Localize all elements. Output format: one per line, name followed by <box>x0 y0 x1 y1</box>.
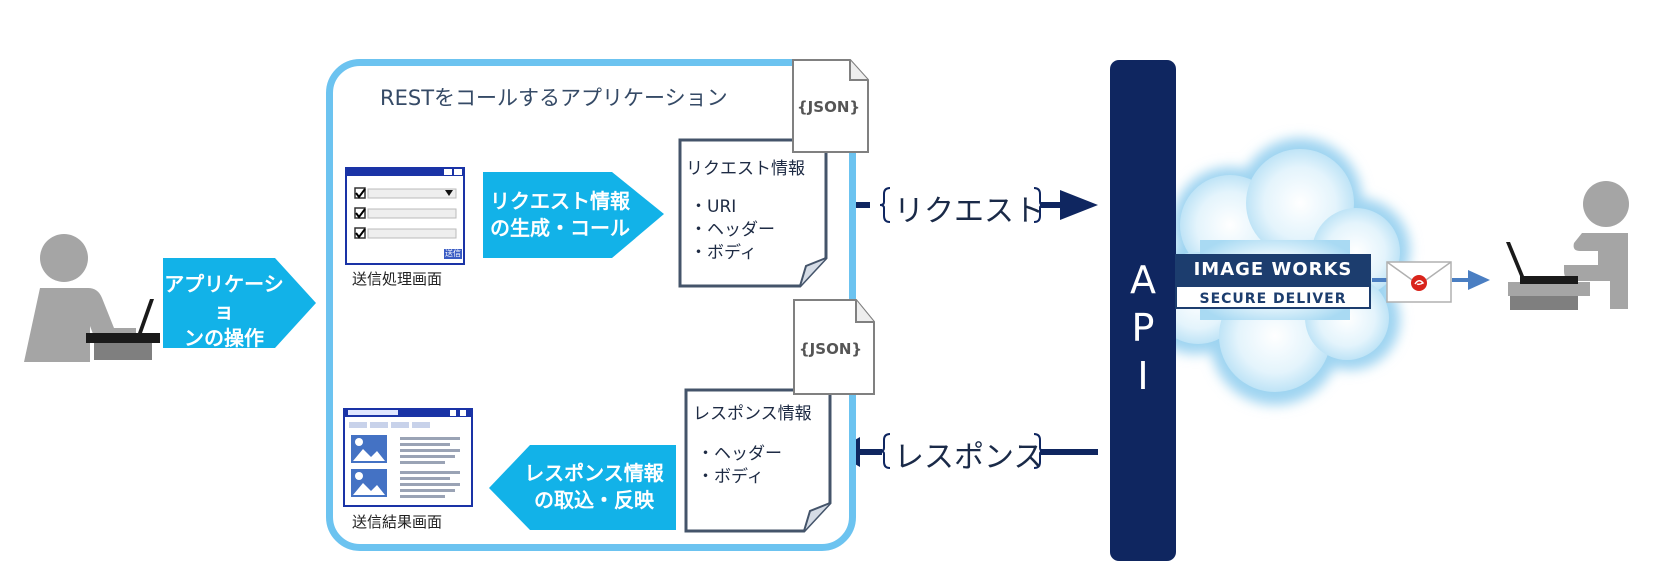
response-chevron-shape <box>489 445 676 530</box>
api-letter-p: P <box>1131 306 1155 350</box>
request-doc-item-body: ・ボディ <box>690 243 757 263</box>
request-arrow-label: リクエスト <box>894 194 1044 229</box>
application-title: RESTをコールするアプリケーション <box>380 86 728 110</box>
response-doc-item-header: ・ヘッダー <box>697 444 782 464</box>
response-doc-item-body: ・ボディ <box>697 467 764 487</box>
operator-chevron-line1: アプリケーショ <box>164 272 284 323</box>
request-chevron-line1: リクエスト情報 <box>490 189 630 213</box>
operator-person-icon <box>24 234 160 362</box>
operator-chevron-label: アプリケーショ ンの操作 <box>160 271 288 352</box>
response-arrow-label: レスポンス <box>894 440 1044 475</box>
response-doc-title: レスポンス情報 <box>693 404 812 424</box>
json-badge-request: {JSON} <box>797 98 861 116</box>
request-doc-title: リクエスト情報 <box>686 159 805 179</box>
request-chevron-shape <box>483 172 664 258</box>
request-chevron-line2: の生成・コール <box>490 216 630 240</box>
response-chevron-line1: レスポンス情報 <box>524 461 664 485</box>
recipient-person-icon <box>1506 181 1629 310</box>
brand-logo-line2: SECURE DELIVER <box>1175 285 1371 309</box>
request-doc-item-header: ・ヘッダー <box>690 220 775 240</box>
json-file-shape-request <box>792 59 869 153</box>
request-chevron-label: リクエスト情報 の生成・コール <box>482 188 638 242</box>
result-screen-mock <box>343 408 473 507</box>
operator-chevron-line2: ンの操作 <box>184 326 264 350</box>
json-file-shape-response <box>793 299 875 395</box>
response-chevron-label: レスポンス情報 の取込・反映 <box>506 433 682 514</box>
send-screen-caption: 送信処理画面 <box>352 270 443 288</box>
json-badge-response: {JSON} <box>799 340 863 358</box>
result-screen-caption: 送信結果画面 <box>352 513 443 531</box>
api-letter-i: I <box>1137 354 1149 398</box>
operator-action-chevron <box>163 258 316 348</box>
mail-envelope-icon <box>1372 261 1490 303</box>
send-button: 送信 <box>445 249 461 258</box>
response-chevron-line2: の取込・反映 <box>534 488 654 512</box>
brand-logo-line1: IMAGE WORKS <box>1175 254 1371 285</box>
api-bar <box>1110 60 1176 561</box>
send-screen-mock <box>345 167 465 265</box>
api-letter-a: A <box>1130 258 1156 302</box>
request-doc-item-uri: ・URI <box>690 197 737 217</box>
